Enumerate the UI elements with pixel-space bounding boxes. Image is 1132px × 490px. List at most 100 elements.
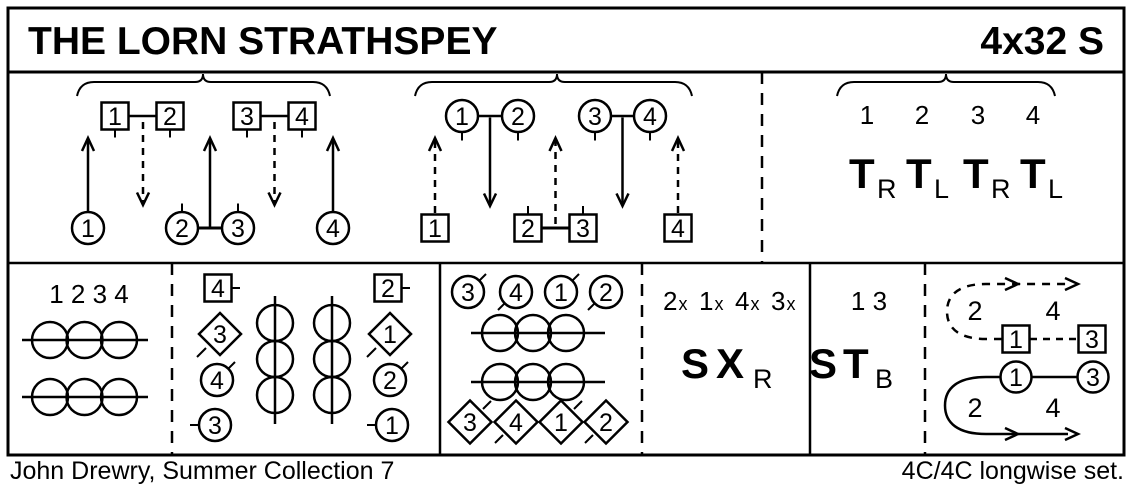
woman-label: 3 [588,103,602,131]
diamond-label: 3 [463,409,477,437]
arrowhead-up [670,135,686,152]
bar-count: 4 [1045,393,1060,423]
figure-bars-9-16: 1 2 3 4 1 2 3 4 [414,73,693,243]
man-symbol [100,101,130,131]
woman-symbol [1076,360,1110,394]
arrowhead-up [325,135,341,152]
crossed-marker: x [751,294,760,314]
arrowhead-right [1004,276,1021,292]
arrowhead-down [135,191,151,208]
chain-ring [99,320,139,360]
solid-cast-path [943,375,1068,436]
diamond-symbol [197,311,243,357]
arrowhead-up [202,135,218,152]
woman-symbol [450,274,486,310]
crossed-marker: x [715,294,724,314]
man-label: 1 [1009,326,1023,354]
woman-label: 4 [210,367,224,395]
woman-symbol [999,360,1033,394]
chain-ring [65,377,104,417]
man-symbol [513,213,543,243]
outer-border [6,6,1126,457]
facing-tick [400,361,409,370]
set-symbol: S [681,340,709,387]
repeats-label: 4x32 S [980,20,1104,63]
diamond-symbol [367,311,413,357]
couple-number: 3 [971,100,985,130]
man-symbol [203,273,233,303]
woman-label: 4 [326,215,340,243]
arrowhead-right [1064,276,1081,292]
woman-symbol [315,210,351,246]
turn-symbol: T [849,150,875,197]
woman-label: 2 [383,367,397,395]
man-label: 4 [211,275,225,303]
man-label: 1 [108,103,122,131]
diamond-symbol [492,398,540,446]
couple-number: 1 [860,100,874,130]
man-label: 1 [428,215,442,243]
facing-tick [571,273,580,282]
page-title: THE LORN STRATHSPEY [28,20,497,63]
man-symbol [663,213,693,243]
crossed-marker: x [787,294,796,314]
figure-cast: 2 4 1 3 1 3 2 4 [943,276,1110,442]
man-label: 2 [521,215,535,243]
woman-label: 2 [511,103,525,131]
woman-label: 1 [554,279,568,307]
diamond-label: 4 [509,409,523,437]
turn-symbol: T [843,340,869,387]
figure-chains-across: 3 4 1 2 3 4 1 2 [446,273,630,446]
dashed-cast-path [945,282,1068,341]
couple-number: 1 [699,286,713,316]
man-label: 4 [671,215,685,243]
set-symbol: S [809,340,837,387]
woman-label: 3 [461,279,475,307]
man-label: 3 [1085,326,1099,354]
chain-ring [30,320,70,360]
couple-number: 4 [1026,100,1040,130]
diamond-label: 1 [554,409,568,437]
woman-label: 1 [1009,364,1023,392]
facing-tick [573,400,583,410]
man-label: 2 [381,275,395,303]
facing-tick [497,302,506,311]
facing-tick [584,434,594,444]
figure-bars-1-8: 1 2 3 4 1 2 3 4 [70,73,351,246]
crossed-marker: x [679,294,688,314]
facing-tick [366,347,377,358]
woman-symbol [372,362,408,398]
cross-hand: R [753,364,773,394]
woman-label: 1 [81,215,95,243]
cross-symbol: X [716,340,744,387]
couple-number: 4 [735,286,749,316]
arrowhead-down [267,191,282,208]
man-label: 4 [295,103,309,131]
arrowhead-right [1004,426,1021,442]
chain-ring [30,377,70,417]
facing-tick [587,302,596,311]
couple-numbers: 1 3 [851,286,887,316]
bar-count: 2 [967,393,982,423]
woman-label: 1 [385,412,399,440]
chain-ring [513,362,553,402]
woman-symbol [588,274,624,310]
chain-ring [546,362,586,402]
woman-label: 2 [175,215,189,243]
chain-ring [99,377,139,417]
arrowhead-down [615,192,630,209]
arrowhead-right [1064,426,1081,442]
turn-symbol: T [1020,150,1046,197]
woman-label: 4 [643,103,657,131]
arrowhead-up [548,135,563,152]
frame [6,6,1126,457]
man-symbol [1077,324,1107,354]
figure-grand-chain: 1 2 3 4 [22,279,148,417]
woman-label: 3 [208,412,222,440]
chain-ring [255,375,295,415]
credit-line: John Drewry, Summer Collection 7 [10,457,394,485]
turn-hand: L [1048,174,1063,204]
facing-tick [478,273,487,282]
woman-label: 1 [455,103,469,131]
